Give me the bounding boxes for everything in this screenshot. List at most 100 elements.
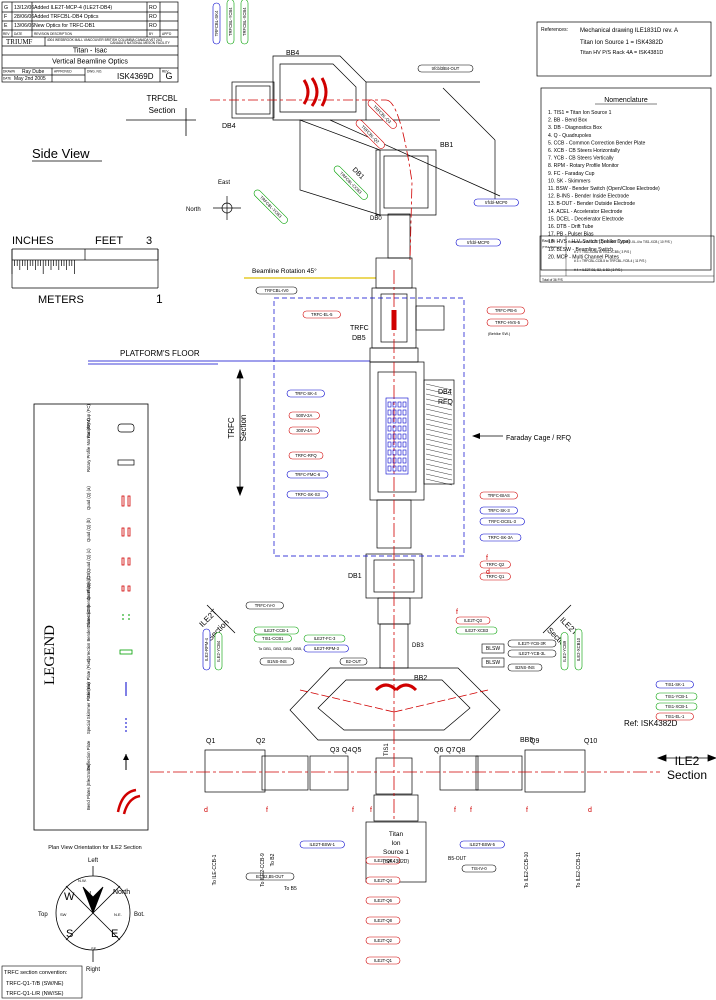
nomenclature-item: 15. DCEL - Decelerator Electrode [548, 216, 624, 222]
drawn-by: Ray Dube [22, 69, 44, 75]
nomenclature-item: 1. TIS1 = Titan Ion Source 1 [548, 110, 612, 116]
component-tag-label: ILE2T-Q8 [374, 918, 393, 923]
drawing-title-2: Vertical Beamline Optics [52, 59, 128, 66]
tag-note: To DB1, DB3, DB4, DB5, & TIS1-DB1 [258, 646, 325, 651]
box-label: TRFC [350, 325, 369, 332]
component-tag: TRFCBL-SK4 [212, 2, 221, 45]
plan-n: N [86, 891, 91, 898]
component-tag: TRFC-Q2 [479, 560, 511, 569]
box-label: DB4 [222, 123, 236, 130]
component-tag-label: TRFC-SK-4 [295, 391, 318, 396]
rev-date: 13/06/06 [14, 23, 34, 29]
component-tag-label: TIS1-SK-1 [665, 682, 685, 687]
ion-source-label: Ion [391, 840, 400, 847]
component-tag: TIS1-YCB-1 [655, 692, 698, 701]
legend-item-label: Correction Bender Plates (CB) [86, 571, 91, 628]
faraday-cage-hatch [425, 383, 453, 486]
drawing-title-1: Titan - Isac [73, 48, 108, 55]
component-tag: ILE2T-BSW-5 [459, 840, 505, 849]
component-tag: TRFC-IV-0 [245, 601, 284, 610]
nomenclature-item: 8. RPM - Rotary Profile Monitor [548, 163, 619, 169]
component-tag-label: TRFC-BIAS [488, 493, 510, 498]
focus-marker: f [526, 807, 528, 814]
nomenclature-item: 14. ACEL - Accelerator Electrode [548, 209, 622, 215]
focus-marker: f [486, 555, 488, 562]
component-tag: ILE2T-Q2 [365, 936, 401, 945]
box-label: TIS1 [384, 743, 390, 756]
component-tag-label: ILE2T-Q4 [374, 878, 393, 883]
tag-note: To ILE-CCB-1 [212, 854, 218, 885]
bend-plates [302, 77, 418, 692]
rev-header: APP'D [162, 32, 172, 36]
rfq-electrodes [385, 397, 409, 475]
plan-view-title: Plan View Orientation for ILE2 Section [48, 845, 141, 851]
nomenclature-item: 18. HVS - H.V. Switch (Behlke Type) [548, 239, 630, 245]
component-tag: TRFC-HVS-5 [486, 318, 529, 327]
quad-label: Q2 [256, 738, 265, 745]
legend-symbol [122, 614, 130, 622]
drawing-revision: G [165, 71, 172, 81]
legend-item-label: Rotary Profile Monitor (RPM) [86, 418, 91, 472]
plan-sw: SW [60, 912, 67, 917]
component-tag-label: ILE2-XCB10 [576, 637, 581, 661]
plan-e: E [111, 928, 118, 940]
ion-source-label: Source 1 [383, 849, 409, 856]
component-tag-label: ILE2T-Q5 [374, 858, 393, 863]
scale-meters-number: 1 [156, 292, 163, 306]
rack-table: Rack 4A (TIS1 Platform) Connector # 1 = … [539, 235, 715, 283]
drawing-number: ISK4369D [117, 72, 154, 81]
section-trfc-sub: Section [239, 415, 248, 442]
references-label: References: [541, 27, 568, 33]
quad-label: Q1 [206, 738, 215, 745]
nomenclature-item: 10. SK - Skimmers [548, 178, 591, 184]
component-tag-label: ILE2T-BSW-5 [469, 842, 495, 847]
box-label: DB3 [412, 643, 424, 649]
plan-s: S [66, 928, 73, 940]
component-tag-label: TIS1-YCB-1 [665, 694, 688, 699]
legend-item-label: Skimmer Plate (Fixe) [86, 658, 91, 698]
component-tag-label: trfcbl-MCP0 [467, 240, 490, 245]
component-tag: TIS1-EL-1 [655, 712, 694, 721]
focus-marker: f [370, 807, 372, 814]
reference-note: Ref: ISK4382D [624, 719, 678, 728]
rev-date: 13/12/06 [14, 5, 34, 11]
legend-item-label: Quad (Q) (a) [86, 486, 91, 510]
component-tag-label: TRFCBL-YCB4 [228, 7, 233, 36]
nomenclature-item: 6. XCB - CB Steers Horizontally [548, 148, 620, 154]
quad-label: Q3 [330, 747, 339, 754]
legend-item-label: Special Skimmer Plate (Iris) [86, 682, 91, 734]
bb1-box [375, 149, 437, 216]
rev-letter: E [4, 23, 8, 29]
component-tag-label: trfcbl-MCP0 [485, 200, 508, 205]
nomenclature-item: 17. PB - Pulser Bias [548, 232, 594, 238]
nomenclature-item: 4. Q - Quadrupoles [548, 133, 592, 139]
rack-line: # 3 = TRFCBL-CCB-5 to TRFCBL-YCB-4 ( 11 … [574, 259, 646, 263]
legend-item-label: Quad (Q) (d) [86, 576, 91, 600]
legend-symbol [117, 459, 135, 466]
box-label: BB2 [414, 675, 427, 682]
quad-label: Q10 [584, 738, 597, 745]
component-tag: ILE2T-YCB-3L [507, 649, 557, 658]
rack-head-sub: (TIS1 Platform) [542, 245, 562, 249]
component-tag: TRFC-RFQ [288, 451, 324, 460]
side-view-title: Side View [32, 146, 90, 161]
quad-label: Q4 [342, 747, 351, 754]
nomenclature-item: 2. BB - Bend Box [548, 118, 588, 124]
rev-header: DATE [14, 32, 22, 36]
component-tag-label: B2-OUT [346, 659, 362, 664]
component-tag: TRFC-FMC-6 [286, 470, 329, 479]
beam-rotation-note: Beamline Rotation 45° [252, 267, 317, 275]
component-tag-label: TRFCBL-SK4 [214, 10, 219, 36]
component-tag: ILE2-RPM-4 [202, 628, 211, 671]
nomenclature-item: 13. B-OUT - Bender Outside Electrode [548, 201, 635, 207]
focus-marker: f [454, 807, 456, 814]
legend-symbol [117, 423, 135, 433]
rev-by: RO [149, 23, 157, 29]
blsw-label: BLSW [486, 646, 500, 652]
scale-feet-number: 3 [146, 235, 152, 247]
rev-desc: Added ILE2T-MCP-4 (ILE2T-DB4) [34, 5, 112, 11]
tag-note: To B5 [284, 886, 297, 892]
focus-marker: d [486, 569, 490, 576]
tag-note: To ILE2-CCB-9 [260, 853, 266, 887]
component-tag-label: ILE2T-Q1 [374, 958, 393, 963]
